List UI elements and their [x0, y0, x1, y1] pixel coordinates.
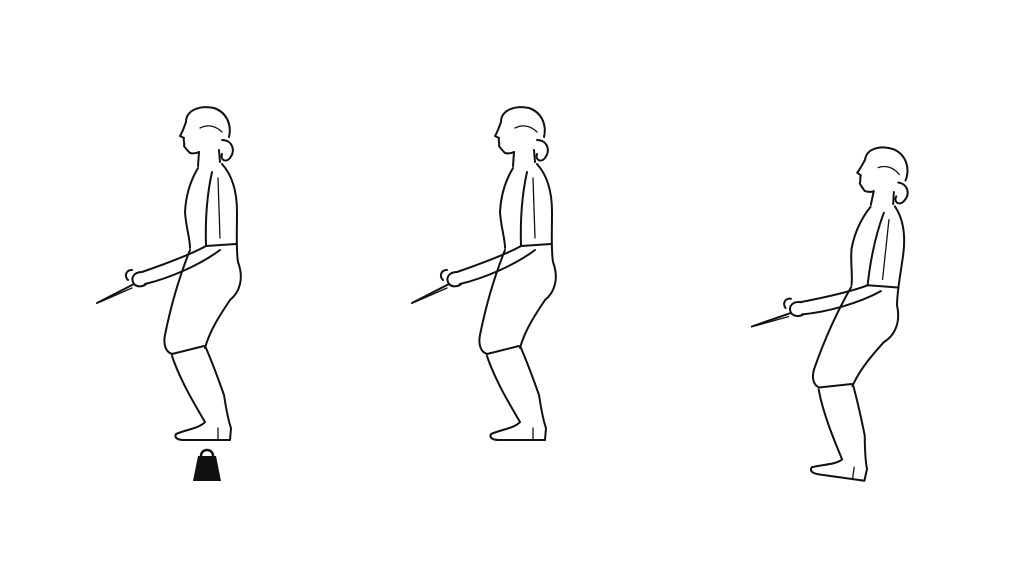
rider-figure-3: [731, 131, 923, 484]
weight-icon: [193, 448, 221, 481]
rider-figure-2: [411, 106, 557, 441]
rider-figure-1: [96, 106, 242, 441]
